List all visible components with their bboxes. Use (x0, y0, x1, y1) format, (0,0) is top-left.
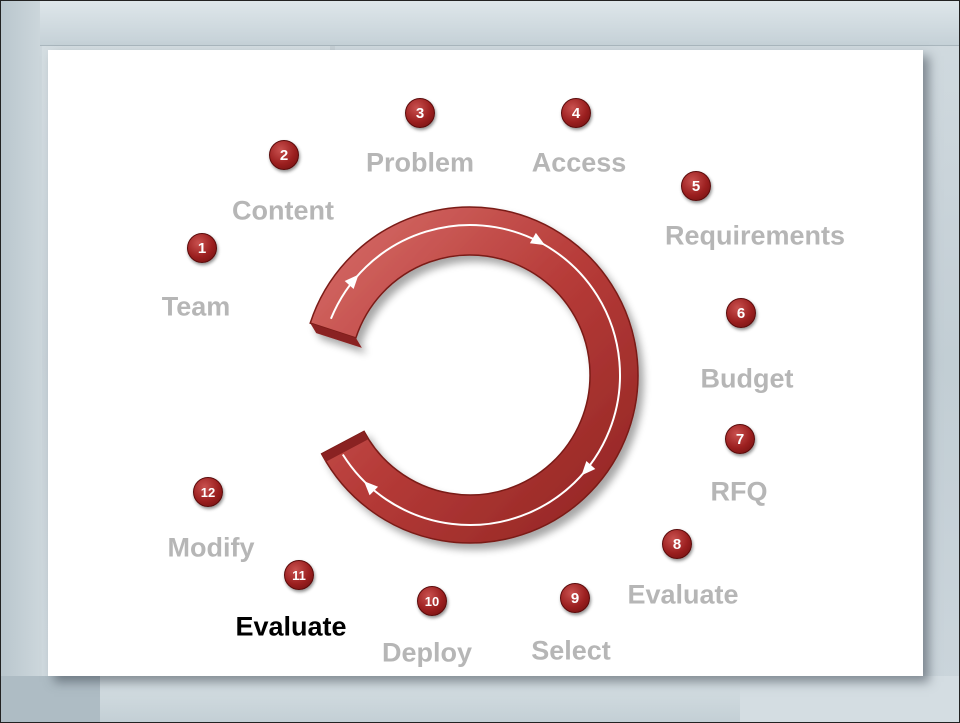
step-badge-4: 4 (561, 98, 591, 128)
step-label-budget: Budget (700, 363, 794, 394)
step-badge-11: 11 (284, 560, 314, 590)
cycle-ring-end-bottom (321, 431, 369, 462)
step-badge-9: 9 (560, 583, 590, 613)
step-badge-8: 8 (662, 529, 692, 559)
flow-arrows (344, 232, 596, 496)
step-label-evaluate-11: Evaluate (235, 611, 347, 642)
flow-arrow-head (363, 481, 379, 496)
backdrop-block-bottom-right (740, 676, 960, 723)
slide-card (48, 50, 923, 676)
step-label-evaluate-8: Evaluate (627, 579, 739, 610)
backdrop-block-bottom-left (0, 676, 100, 723)
step-badge-7: 7 (725, 424, 755, 454)
step-badge-10: 10 (417, 586, 447, 616)
backdrop-strip-bottom (100, 676, 740, 723)
step-badge-3: 3 (405, 98, 435, 128)
step-badge-6: 6 (726, 298, 756, 328)
step-label-rfq: RFQ (710, 476, 768, 507)
step-badge-2: 2 (269, 140, 299, 170)
step-badge-12: 12 (193, 477, 223, 507)
step-label-content: Content (232, 195, 334, 226)
step-label-team: Team (161, 291, 231, 322)
step-label-requirements: Requirements (664, 220, 846, 251)
flow-arrow-head (581, 460, 596, 476)
step-badge-1: 1 (187, 233, 217, 263)
step-badge-5: 5 (681, 171, 711, 201)
flow-arrow-head (344, 274, 359, 290)
cycle-ring-end-top (310, 323, 362, 348)
flow-line (329, 224, 621, 526)
flow-arrow-head (529, 232, 545, 246)
cycle-ring-body (309, 206, 639, 544)
cycle-ring (309, 206, 639, 544)
step-label-deploy: Deploy (381, 637, 473, 668)
backdrop-strip-top (40, 0, 960, 46)
step-label-problem: Problem (365, 147, 475, 178)
backdrop-strip-left (0, 0, 42, 723)
step-label-select: Select (531, 635, 611, 666)
step-label-access: Access (531, 147, 627, 178)
step-label-modify: Modify (167, 532, 255, 563)
